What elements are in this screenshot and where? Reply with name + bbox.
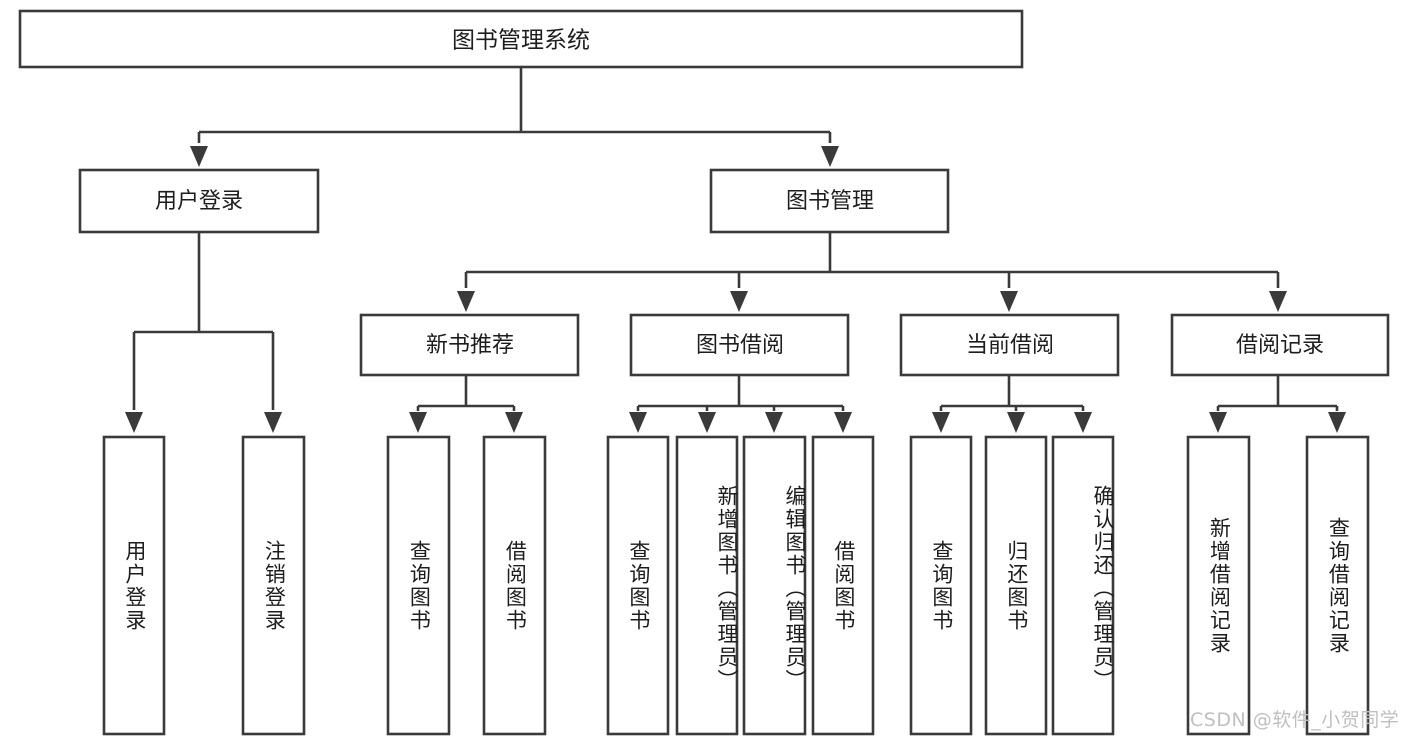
node-borrow-records-label: 借阅记录	[1236, 333, 1324, 358]
node-new-book-rec[interactable]: 新书推荐	[359, 313, 580, 377]
node-current-borrow[interactable]: 当前借阅	[899, 313, 1120, 377]
leaf-box-query-book-3[interactable]	[909, 435, 973, 736]
leaf-box-borrow-book-1[interactable]	[482, 435, 547, 736]
edge-group-user-login	[125, 232, 282, 433]
arrow-newbook-leaf-2	[505, 412, 523, 433]
leaf-box-user-logout[interactable]	[241, 435, 306, 736]
arrow-lending-leaf-2	[698, 412, 716, 433]
arrow-bookmgmt-to-current	[1000, 291, 1018, 312]
leaf-box-return-book[interactable]	[984, 435, 1048, 736]
arrow-bookmgmt-to-newbook	[457, 291, 475, 312]
arrow-userlogin-leaf-1	[125, 412, 143, 433]
arrow-current-leaf-3	[1074, 412, 1092, 433]
leaf-box-confirm-return[interactable]	[1051, 435, 1115, 736]
edge-group-book-lending	[629, 375, 852, 433]
edge-group-borrow-records	[1209, 375, 1346, 433]
node-book-lending-box[interactable]	[629, 313, 850, 377]
arrow-current-leaf-1	[932, 412, 950, 433]
edge-group-book-mgmt	[457, 232, 1287, 312]
node-user-login-box[interactable]	[78, 168, 320, 234]
arrow-root-to-user-login	[190, 146, 208, 167]
leaf-box-query-book-1[interactable]	[386, 435, 451, 736]
arrow-lending-leaf-1	[629, 412, 647, 433]
leaf-box-borrow-book-2[interactable]	[811, 435, 875, 736]
leaf-box-query-record[interactable]	[1305, 435, 1370, 736]
leaf-box-user-login[interactable]	[102, 435, 166, 736]
leaf-box-query-book-2[interactable]	[606, 435, 670, 736]
arrow-records-leaf-2	[1328, 412, 1346, 433]
arrow-userlogin-leaf-2	[264, 412, 282, 433]
node-current-borrow-label: 当前借阅	[966, 333, 1054, 358]
edge-group-current-borrow	[932, 375, 1092, 433]
node-book-mgmt-box[interactable]	[709, 168, 950, 234]
node-borrow-records-box[interactable]	[1170, 313, 1390, 377]
node-root-label: 图书管理系统	[452, 28, 590, 54]
arrow-root-to-book-mgmt	[821, 146, 839, 167]
arrow-newbook-leaf-1	[409, 412, 427, 433]
node-book-mgmt-label: 图书管理	[786, 189, 874, 214]
node-root-box[interactable]	[18, 9, 1024, 69]
node-book-lending-label: 图书借阅	[696, 333, 784, 358]
node-new-book-rec-label: 新书推荐	[426, 333, 514, 358]
node-book-mgmt[interactable]: 图书管理	[709, 168, 950, 234]
leaf-box-add-record[interactable]	[1186, 435, 1251, 736]
csdn-watermark: CSDN @软件_小贺同学	[1190, 709, 1400, 731]
edge-group-new-book-rec	[409, 375, 523, 433]
edge-group-root	[190, 67, 839, 167]
node-book-lending[interactable]: 图书借阅	[629, 313, 850, 377]
arrow-current-leaf-2	[1007, 412, 1025, 433]
arrow-lending-leaf-3	[765, 412, 783, 433]
node-borrow-records[interactable]: 借阅记录	[1170, 313, 1390, 377]
node-user-login[interactable]: 用户登录	[78, 168, 320, 234]
node-new-book-rec-box[interactable]	[359, 313, 580, 377]
leaf-box-edit-book[interactable]	[742, 435, 807, 736]
arrow-bookmgmt-to-lending	[730, 291, 748, 312]
arrow-bookmgmt-to-records	[1269, 291, 1287, 312]
node-current-borrow-box[interactable]	[899, 313, 1120, 377]
node-user-login-label: 用户登录	[155, 189, 243, 214]
node-root[interactable]: 图书管理系统	[18, 9, 1024, 69]
leaf-box-add-book[interactable]	[675, 435, 739, 736]
arrow-records-leaf-1	[1209, 412, 1227, 433]
arrow-lending-leaf-4	[834, 412, 852, 433]
